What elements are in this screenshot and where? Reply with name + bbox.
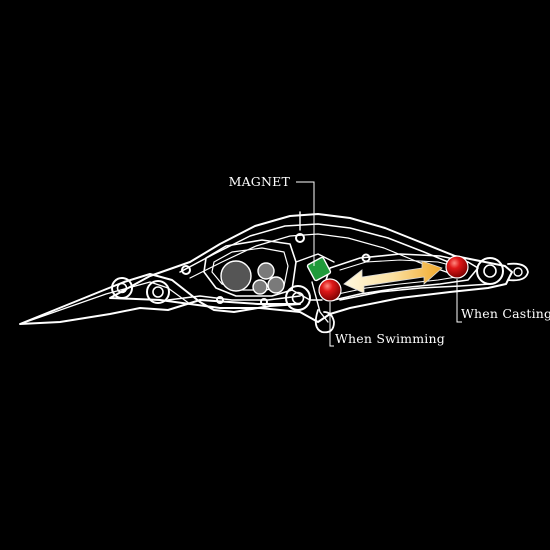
magnet-icon xyxy=(306,256,332,282)
weight-ball-small xyxy=(257,262,275,280)
front-hook-hanger xyxy=(146,280,170,304)
rivet xyxy=(216,296,224,304)
rivet xyxy=(260,298,268,306)
weight-ball-small xyxy=(252,279,268,295)
when-casting-label: When Casting xyxy=(461,306,550,321)
rivet xyxy=(361,253,371,263)
rivet xyxy=(181,265,191,275)
fixed-weight-balls xyxy=(220,260,285,295)
when-swimming-label: When Swimming xyxy=(335,331,445,346)
weight-ball-small xyxy=(267,276,285,294)
weight-ball-casting-position xyxy=(445,255,469,279)
magnet-leader-line xyxy=(296,181,315,266)
swimming-leader-line xyxy=(329,302,334,347)
double-arrow-icon xyxy=(343,260,443,294)
rivet xyxy=(295,233,305,243)
weight-ball-large xyxy=(220,260,252,292)
magnet-label: MAGNET xyxy=(229,174,291,189)
casting-leader-line xyxy=(456,279,462,323)
weight-ball-swimming-position xyxy=(318,278,342,302)
lure-back-outline xyxy=(109,213,513,323)
lure-lip xyxy=(19,273,301,325)
line-tie-eye xyxy=(111,277,133,299)
tail-eye xyxy=(476,257,529,285)
